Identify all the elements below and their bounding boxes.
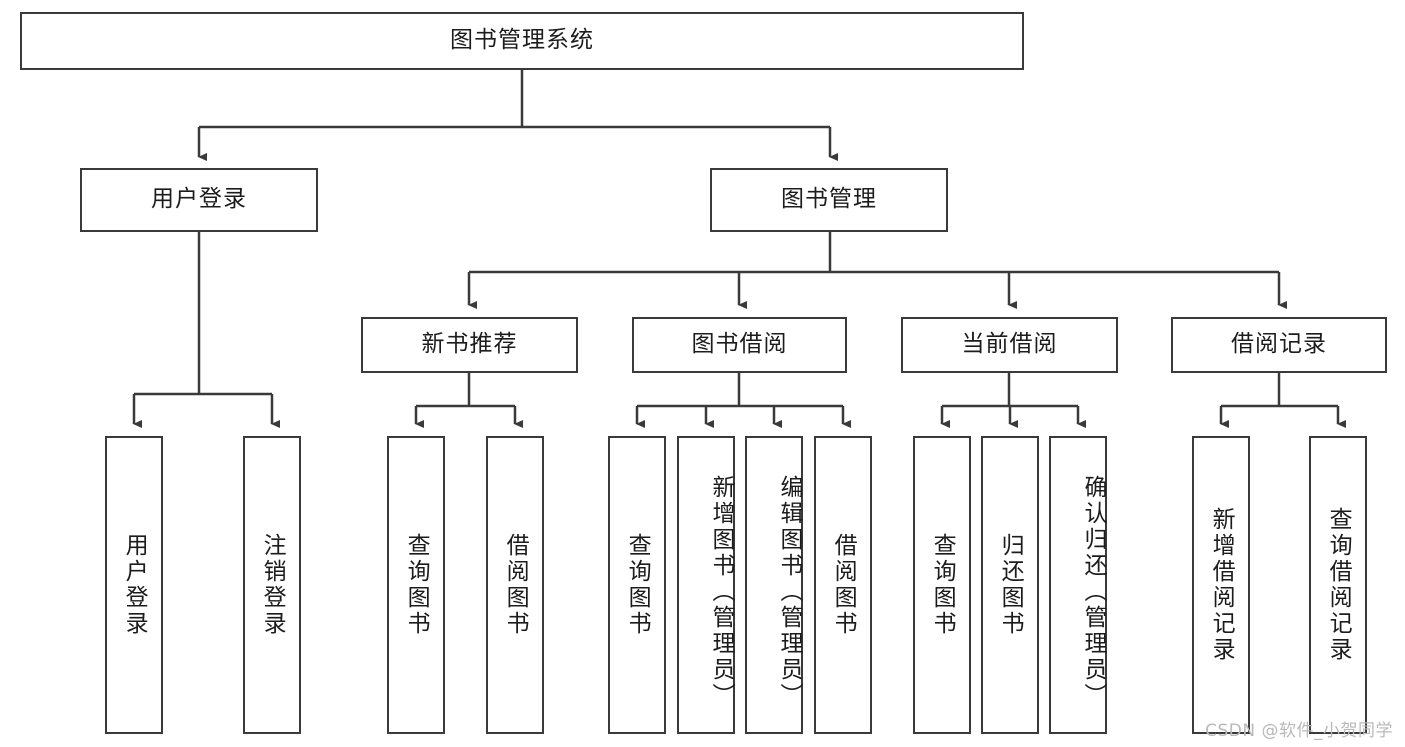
leaf-borrow-record-query[interactable]: 查询借阅记录 [1309, 436, 1367, 734]
leaf-book-borrow-query[interactable]: 查询图书 [608, 436, 666, 734]
node-user-login[interactable]: 用户登录 [80, 168, 318, 232]
leaf-book-borrow-add-admin[interactable]: 新增图书（管理员） [677, 436, 735, 734]
node-current-borrow[interactable]: 当前借阅 [901, 317, 1118, 373]
leaf-current-borrow-return[interactable]: 归还图书 [981, 436, 1039, 734]
leaf-current-borrow-confirm-return-admin[interactable]: 确认归还（管理员） [1049, 436, 1107, 734]
leaf-new-book-borrow[interactable]: 借阅图书 [486, 436, 544, 734]
leaf-book-borrow-edit-admin[interactable]: 编辑图书（管理员） [745, 436, 803, 734]
leaf-new-book-query[interactable]: 查询图书 [387, 436, 445, 734]
node-new-book-recommend[interactable]: 新书推荐 [361, 317, 578, 373]
leaf-user-login-login[interactable]: 用户登录 [105, 436, 163, 734]
leaf-user-login-logout[interactable]: 注销登录 [243, 436, 301, 734]
leaf-book-borrow-borrow[interactable]: 借阅图书 [814, 436, 872, 734]
leaf-current-borrow-query[interactable]: 查询图书 [913, 436, 971, 734]
leaf-borrow-record-add[interactable]: 新增借阅记录 [1192, 436, 1250, 734]
node-root-book-management-system[interactable]: 图书管理系统 [20, 12, 1024, 70]
node-book-management[interactable]: 图书管理 [710, 168, 948, 232]
node-book-borrow[interactable]: 图书借阅 [632, 317, 847, 373]
node-borrow-record[interactable]: 借阅记录 [1171, 317, 1387, 373]
